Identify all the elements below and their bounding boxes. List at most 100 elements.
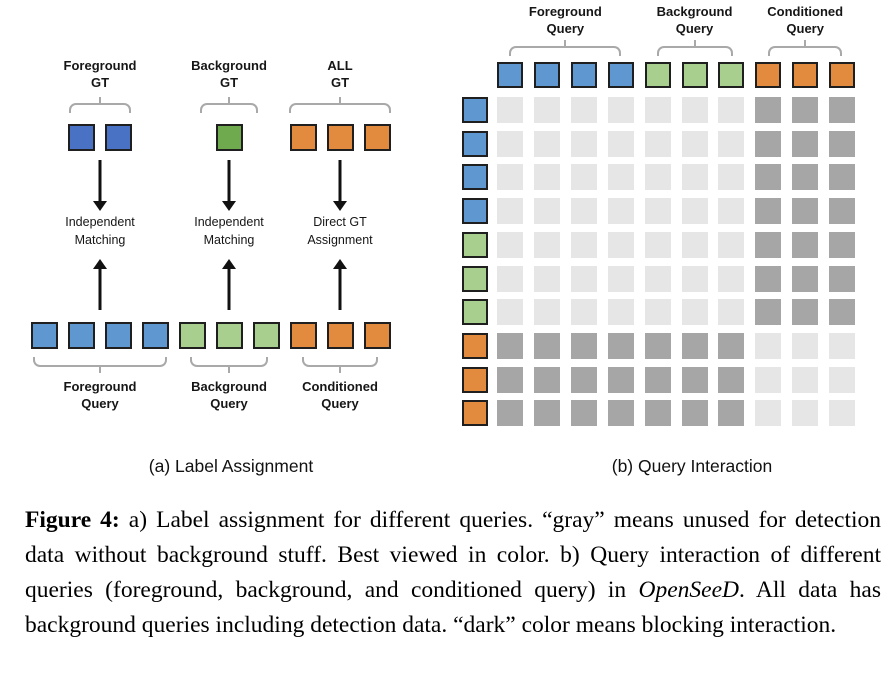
- label-line: Background: [191, 58, 267, 73]
- interaction-cell-light: [570, 164, 597, 191]
- caption-text: a) Label assignment for different querie…: [25, 507, 882, 603]
- arrow-head: [222, 201, 236, 211]
- interaction-cell-light: [570, 198, 597, 225]
- query-box-foreground: [31, 322, 58, 349]
- interaction-cell-dark: [607, 366, 634, 393]
- interaction-cell-light: [497, 97, 523, 123]
- query-box-foreground: [105, 322, 132, 349]
- interaction-cell-light: [497, 265, 523, 292]
- b-header-box-0: [607, 62, 634, 88]
- interaction-cell-light: [644, 130, 671, 157]
- interaction-cell-light: [829, 332, 856, 359]
- interaction-cell-dark: [607, 332, 634, 359]
- b-header-box-1: [644, 62, 671, 88]
- interaction-cell-light: [681, 130, 708, 157]
- b-group-brace-2: [768, 46, 843, 56]
- b-row-box: [462, 332, 488, 359]
- query-box-background: [178, 322, 206, 349]
- gt-box-conditioned: [326, 124, 354, 151]
- interaction-cell-dark: [681, 400, 708, 427]
- caption-method-name: OpenSeeD: [638, 577, 739, 603]
- interaction-cell-dark: [497, 332, 523, 359]
- b-header-box-0: [497, 62, 523, 88]
- interaction-cell-light: [718, 299, 745, 326]
- interaction-cell-light: [644, 231, 671, 258]
- b-row-box: [462, 366, 488, 393]
- label-line: GT: [330, 75, 350, 90]
- interaction-cell-dark: [755, 265, 782, 292]
- interaction-cell-light: [570, 130, 597, 157]
- arrow-head: [93, 201, 107, 211]
- down-arrow-icon: [333, 160, 347, 211]
- label-line: Foreground: [63, 58, 137, 73]
- arrow-line: [98, 160, 102, 202]
- interaction-cell-light: [644, 198, 671, 225]
- gt-box-foreground: [105, 124, 132, 151]
- label-line: GT: [219, 75, 239, 90]
- interaction-cell-dark: [755, 231, 782, 258]
- down-arrow-icon: [222, 160, 236, 211]
- interaction-cell-light: [497, 231, 523, 258]
- query-brace-foreground: [33, 357, 167, 367]
- b-row-box: [462, 130, 488, 157]
- interaction-cell-light: [607, 198, 634, 225]
- interaction-cell-light: [718, 97, 745, 123]
- interaction-cell-light: [607, 299, 634, 326]
- interaction-cell-dark: [533, 400, 560, 427]
- interaction-cell-dark: [570, 366, 597, 393]
- query-brace-background: [190, 357, 268, 367]
- interaction-cell-light: [607, 130, 634, 157]
- interaction-cell-light: [497, 164, 523, 191]
- label-line: Background: [191, 379, 267, 394]
- interaction-cell-dark: [681, 366, 708, 393]
- interaction-cell-dark: [829, 164, 856, 191]
- interaction-cell-dark: [570, 400, 597, 427]
- interaction-cell-dark: [829, 198, 856, 225]
- gt-box-background: [215, 124, 243, 151]
- query-box-conditioned: [326, 322, 354, 349]
- query-box-foreground: [142, 322, 169, 349]
- b-row-box: [462, 400, 488, 427]
- arrow-head: [333, 259, 347, 269]
- interaction-cell-light: [792, 400, 819, 427]
- subcaption-a: (a) Label Assignment: [148, 456, 314, 476]
- interaction-cell-light: [533, 231, 560, 258]
- up-arrow-icon: [222, 259, 236, 310]
- interaction-cell-light: [681, 97, 708, 123]
- figure-caption: Figure 4: a) Label assignment for differ…: [25, 503, 881, 643]
- interaction-cell-light: [570, 231, 597, 258]
- b-row-box: [462, 265, 488, 292]
- interaction-cell-dark: [792, 231, 819, 258]
- arrow-line: [227, 268, 231, 310]
- interaction-cell-light: [681, 265, 708, 292]
- interaction-cell-light: [681, 231, 708, 258]
- interaction-cell-light: [497, 299, 523, 326]
- interaction-cell-dark: [681, 332, 708, 359]
- query-box-conditioned: [363, 322, 391, 349]
- interaction-cell-dark: [755, 164, 782, 191]
- query-box-background: [215, 322, 243, 349]
- interaction-cell-dark: [718, 400, 745, 427]
- interaction-cell-dark: [792, 198, 819, 225]
- gt-brace-foreground: [69, 103, 131, 113]
- interaction-cell-light: [607, 231, 634, 258]
- b-row-box: [462, 198, 488, 225]
- interaction-cell-dark: [755, 198, 782, 225]
- b-header-box-1: [681, 62, 708, 88]
- label-line: Query: [81, 396, 119, 411]
- up-arrow-icon: [333, 259, 347, 310]
- gt-label-conditioned: ALL GT: [270, 57, 410, 91]
- query-brace-conditioned: [302, 357, 378, 367]
- gt-box-conditioned: [289, 124, 317, 151]
- interaction-cell-dark: [497, 400, 523, 427]
- interaction-cell-light: [829, 366, 856, 393]
- interaction-cell-light: [681, 198, 708, 225]
- label-line: ALL: [327, 58, 353, 73]
- interaction-cell-dark: [829, 299, 856, 326]
